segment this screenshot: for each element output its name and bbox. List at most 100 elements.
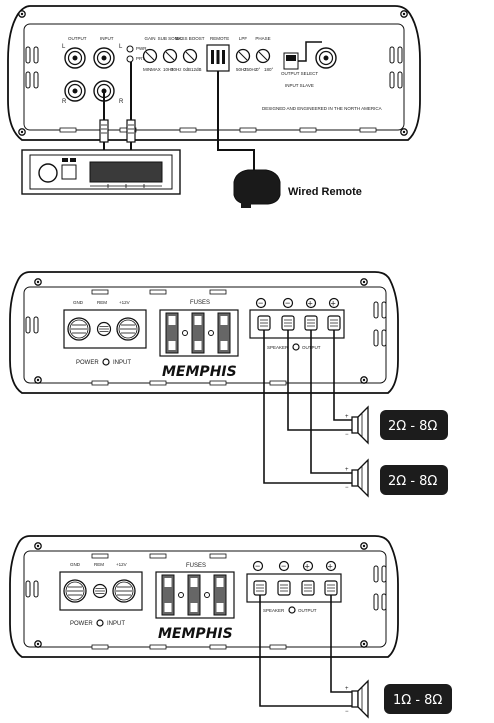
speaker-terminal-1[interactable] xyxy=(257,315,271,331)
speaker-icon xyxy=(351,680,369,718)
knob-max-label: 180° xyxy=(264,67,274,72)
output-select-label: OUTPUT SELECT xyxy=(281,71,318,76)
svg-text:+: + xyxy=(345,686,349,692)
vent-slot-icon xyxy=(25,316,31,334)
knob-min-label: 0dB xyxy=(183,67,191,72)
channel-right-label: R xyxy=(62,99,67,105)
speaker-label: SPEAKER xyxy=(267,345,289,350)
fuses-label: FUSES xyxy=(186,563,206,569)
knob-dial-icon[interactable] xyxy=(255,48,271,64)
vent-slot-icon xyxy=(33,71,39,89)
speaker-terminal-3[interactable] xyxy=(304,315,318,331)
screw-icon xyxy=(360,376,368,384)
wired-remote-icon xyxy=(233,169,281,208)
vent-slot-icon xyxy=(373,593,379,611)
terminal-signs: − − + + xyxy=(255,297,340,309)
impedance-badge: 2Ω - 8Ω xyxy=(380,465,448,495)
power-label: POWER xyxy=(76,360,99,366)
knob-label: LPF xyxy=(239,36,248,41)
panel-tabs xyxy=(91,289,287,386)
vent-slot-icon xyxy=(381,565,387,583)
knob-label: BASS BOOST xyxy=(175,36,204,41)
impedance-badge: 1Ω - 8Ω xyxy=(384,684,452,714)
speaker-terminal-2[interactable] xyxy=(277,580,291,596)
knob-dial-icon[interactable] xyxy=(182,48,198,64)
knob-dial-icon[interactable] xyxy=(142,48,158,64)
fuses-label: FUSES xyxy=(190,300,210,306)
output-led-icon xyxy=(288,606,296,614)
plus12v-terminal[interactable] xyxy=(112,579,136,603)
brand-logo: MEMPHIS xyxy=(162,364,237,380)
rca-output-left-jack[interactable] xyxy=(64,47,86,69)
screw-icon xyxy=(400,128,408,136)
head-unit-display xyxy=(89,161,163,183)
footer-text: DESIGNED AND ENGINEERED IN THE NORTH AME… xyxy=(262,106,382,111)
knob-label: SUB SONIC xyxy=(158,36,184,41)
speaker-label: SPEAKER xyxy=(263,608,285,613)
vent-slot-icon xyxy=(381,329,387,347)
gnd-terminal[interactable] xyxy=(67,317,91,341)
svg-text:+: + xyxy=(345,414,349,420)
wired-remote-cable xyxy=(217,71,255,175)
output-led-icon xyxy=(292,343,300,351)
screw-icon xyxy=(34,640,42,648)
screw-icon xyxy=(34,376,42,384)
vent-slot-icon xyxy=(373,565,379,583)
speaker-terminal-3[interactable] xyxy=(301,580,315,596)
channel-right-label-input: R xyxy=(119,99,124,105)
impedance-badge: 2Ω - 8Ω xyxy=(380,410,448,440)
middle-amplifier-panel: GND REM +12V POWER INPUT FUSES MEMPHIS −… xyxy=(9,271,399,394)
speaker-terminal-2[interactable] xyxy=(281,315,295,331)
screw-icon xyxy=(18,128,26,136)
svg-text:−: − xyxy=(281,561,286,571)
knob-dial-icon[interactable] xyxy=(235,48,251,64)
knob-max-label: 12dB xyxy=(191,67,202,72)
knob-max-label: 50Hz xyxy=(171,67,182,72)
knob-label: GAIN xyxy=(144,36,155,41)
brand-logo: MEMPHIS xyxy=(158,626,233,642)
speaker-icon xyxy=(351,459,369,497)
vent-slot-icon xyxy=(381,593,387,611)
panel-tabs xyxy=(91,553,287,650)
knob-dial-icon[interactable] xyxy=(162,48,178,64)
svg-text:−: − xyxy=(258,298,263,308)
slave-input-jack[interactable] xyxy=(315,47,337,69)
plus12v-label: +12V xyxy=(116,562,127,567)
gnd-terminal[interactable] xyxy=(63,579,87,603)
pwr-label: PWR xyxy=(136,46,147,51)
svg-text:+: + xyxy=(331,299,336,309)
svg-text:−: − xyxy=(345,432,349,438)
gnd-label: GND xyxy=(70,562,81,567)
terminal-signs: − − + + xyxy=(252,560,337,572)
plus12v-terminal[interactable] xyxy=(116,317,140,341)
speaker-terminal-4[interactable] xyxy=(324,580,338,596)
rca-output-right-jack[interactable] xyxy=(64,80,86,102)
speaker-terminal-4[interactable] xyxy=(327,315,341,331)
bottom-speaker-wires xyxy=(259,595,352,707)
knob-max-label: 250Hz xyxy=(244,67,258,72)
output-label: OUTPUT xyxy=(298,608,317,613)
svg-text:+: + xyxy=(345,467,349,473)
vent-slot-icon xyxy=(397,71,403,89)
output-label: OUTPUT xyxy=(68,36,87,41)
vent-slot-icon xyxy=(33,580,39,598)
rem-terminal[interactable] xyxy=(96,321,112,337)
speaker-icon xyxy=(351,406,369,444)
svg-text:1Ω - 8Ω: 1Ω - 8Ω xyxy=(393,693,442,708)
svg-text:+: + xyxy=(305,562,310,572)
speaker-terminal-1[interactable] xyxy=(253,580,267,596)
svg-text:+: + xyxy=(328,562,333,572)
volume-knob-icon xyxy=(38,163,58,183)
input-label: INPUT xyxy=(100,36,114,41)
screw-icon xyxy=(34,278,42,286)
rem-terminal[interactable] xyxy=(92,583,108,599)
rem-label: REM xyxy=(97,300,107,305)
rca-input-left-jack[interactable] xyxy=(93,47,115,69)
vent-slot-icon xyxy=(389,46,395,64)
